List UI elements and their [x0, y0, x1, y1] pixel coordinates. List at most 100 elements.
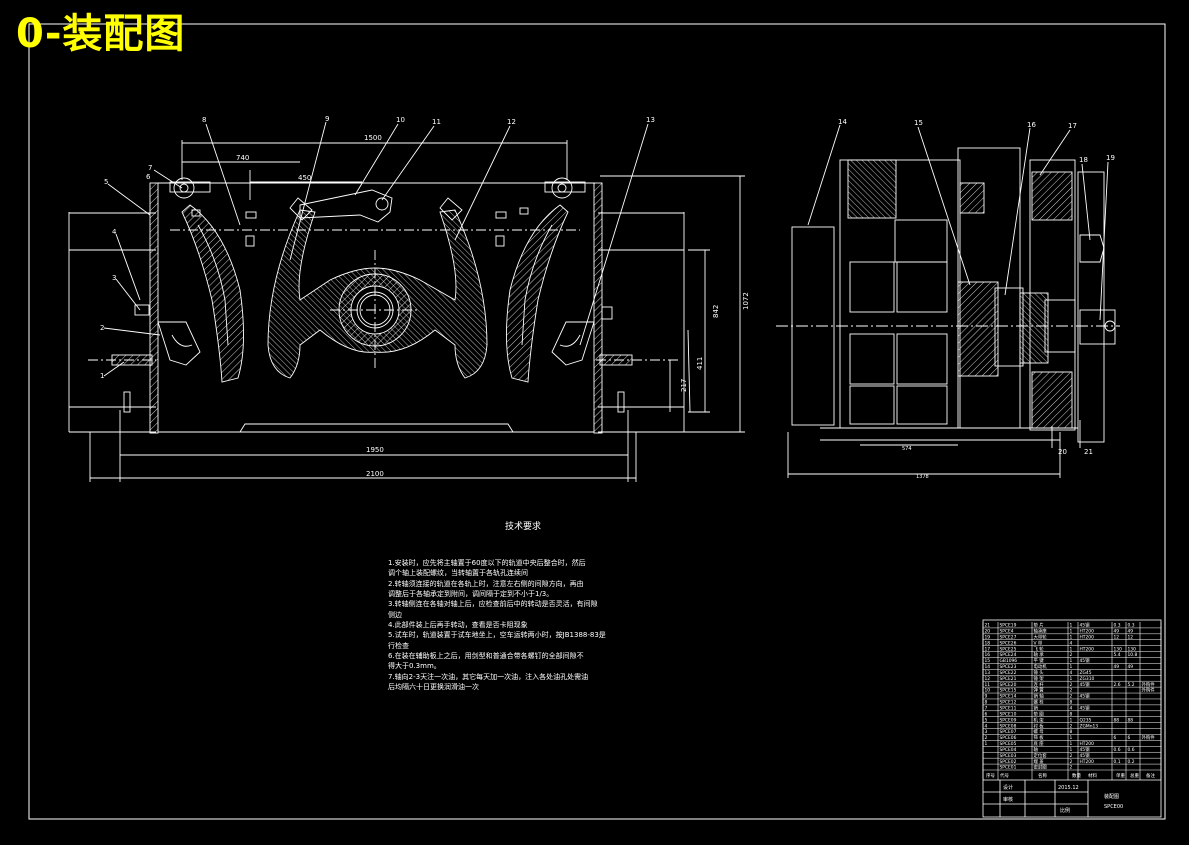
parts-cell: 轴承座 — [1034, 628, 1048, 635]
parts-cell: SPCE02 — [1000, 759, 1017, 765]
balloon-16: 16 — [1027, 121, 1036, 129]
parts-cell: SPCE20 — [1000, 682, 1017, 688]
parts-cell: 88 — [1128, 717, 1134, 723]
parts-cell: 0.3 — [1128, 623, 1135, 629]
header-mat: 材料 — [1088, 772, 1097, 779]
parts-cell: 1 — [1070, 634, 1073, 640]
balloon-21: 21 — [1084, 448, 1093, 456]
designer-label: 设计 — [1003, 784, 1013, 791]
parts-cell: 6 — [1128, 735, 1131, 741]
parts-cell: 8 — [985, 700, 988, 706]
parts-cell: 19 — [985, 634, 991, 640]
parts-cell: 轴 承 — [1034, 651, 1045, 658]
parts-cell: 电动机 — [1034, 663, 1048, 670]
parts-cell: 45钢 — [1080, 705, 1091, 712]
parts-cell: 49 — [1114, 629, 1120, 635]
parts-cell: 1 — [1070, 747, 1073, 753]
parts-cell: 45钢 — [1080, 746, 1091, 753]
parts-cell: 11 — [985, 682, 991, 688]
checker-label: 审核 — [1003, 796, 1013, 803]
parts-cell: 锤 架 — [1034, 675, 1045, 682]
parts-cell: 大带轮 — [1034, 633, 1048, 640]
parts-cell: 130 — [1114, 646, 1123, 652]
parts-cell: 49 — [1128, 664, 1134, 670]
parts-cell: HT200 — [1080, 759, 1095, 765]
tech-req-line: 3.转轴侧连在各轴对轴上后，应检查前后中的转动是否灵活，有间隙 — [388, 600, 598, 609]
parts-cell: 10.8 — [1128, 652, 1138, 658]
tech-req-line: 侧边 — [388, 610, 402, 619]
parts-cell: 8 — [1070, 729, 1073, 735]
parts-cell: SPCE21 — [1000, 676, 1017, 682]
parts-cell: 连 杆 — [1034, 681, 1045, 688]
tech-req-line: 调个轴上装配螺纹，当转轴置于各轨孔连续间 — [388, 569, 528, 578]
scale-label: 比例 — [1060, 807, 1070, 814]
parts-cell: 2 — [1070, 694, 1073, 700]
parts-cell: 18 — [985, 640, 991, 646]
parts-cell: ZG310 — [1080, 676, 1095, 682]
balloon-10: 10 — [396, 116, 405, 124]
parts-cell: 0.6 — [1114, 747, 1121, 753]
balloon-12: 12 — [507, 118, 516, 126]
parts-cell: 45钢 — [1080, 752, 1091, 759]
parts-cell: 45钢 — [1080, 693, 1091, 700]
side-balloons: 14 15 16 17 18 19 20 21 574 1378 — [838, 118, 1115, 480]
parts-cell: 3 — [985, 729, 988, 735]
parts-cell: 1 — [1070, 717, 1073, 723]
parts-cell: 1 — [985, 741, 988, 747]
header-qty: 数量 — [1072, 772, 1081, 779]
parts-cell: SPCE15 — [1000, 688, 1017, 694]
parts-cell: 2 — [1070, 723, 1073, 729]
dim-842: 842 — [712, 305, 720, 318]
dim-217: 217 — [680, 379, 688, 392]
balloon-7: 7 — [148, 164, 152, 172]
parts-cell: 45钢 — [1080, 657, 1091, 664]
parts-cell: 6 — [985, 711, 988, 717]
parts-cell: 外购件 — [1142, 687, 1156, 694]
balloon-9: 9 — [325, 115, 329, 123]
parts-cell: SPCE07 — [1000, 729, 1017, 735]
balloon-15: 15 — [914, 119, 923, 127]
front-dimensions: 1500 740 450 1950 2100 1072 842 411 217 — [236, 134, 750, 478]
parts-cell: 0.3 — [1114, 623, 1121, 629]
dim-1378: 1378 — [916, 474, 929, 480]
tech-req-line: 6.在装在辅助板上之后，用剑型和普通合带各螺钉的全部间隙不 — [388, 652, 584, 661]
dim-450: 450 — [298, 174, 311, 182]
parts-cell: SPCE14 — [1000, 694, 1017, 700]
tech-req-line: 调整后于各轴承定到附间，调间隔于定到不小于1/3。 — [388, 590, 554, 599]
parts-cell: SPCE4 — [1000, 629, 1014, 635]
parts-cell: 6 — [1114, 735, 1117, 741]
parts-cell: 0.6 — [1128, 747, 1135, 753]
header-name: 名称 — [1038, 772, 1047, 779]
dim-574: 574 — [902, 446, 912, 452]
parts-cell: 0.1 — [1114, 759, 1121, 765]
parts-cell: 销 轴 — [1034, 693, 1045, 700]
parts-cell: 飞 轮 — [1034, 645, 1045, 652]
parts-cell: 2 — [1070, 652, 1073, 658]
parts-cell: 10 — [985, 688, 991, 694]
parts-cell: 2 — [1070, 759, 1073, 765]
parts-cell: SPCE27 — [1000, 634, 1017, 640]
parts-cell: 13 — [985, 670, 991, 676]
date-value: 2015.12 — [1058, 785, 1079, 791]
balloon-18: 18 — [1079, 156, 1088, 164]
balloon-1: 1 — [100, 372, 104, 380]
dim-1950: 1950 — [366, 446, 384, 454]
tech-req-line: 行检查 — [388, 641, 409, 650]
header-totalw: 总重 — [1130, 772, 1139, 779]
tech-req-line: 得大于0.3mm。 — [388, 662, 441, 671]
header-remark: 备注 — [1146, 772, 1155, 779]
balloon-4: 4 — [112, 228, 117, 236]
parts-cell: 5 — [985, 717, 988, 723]
parts-cell: SPCE01 — [1000, 765, 1017, 771]
parts-cell: 14 — [985, 664, 991, 670]
tech-req-heading: 技术要求 — [505, 522, 542, 532]
header-unitw: 单重 — [1116, 772, 1125, 779]
parts-cell: 1 — [1070, 735, 1073, 741]
dim-411: 411 — [696, 357, 704, 370]
parts-cell: 8 — [1070, 711, 1073, 717]
parts-cell: SPCE08 — [1000, 723, 1017, 729]
parts-cell: SPCE04 — [1000, 747, 1017, 753]
balloon-14: 14 — [838, 118, 847, 126]
parts-cell: 15 — [985, 658, 991, 664]
